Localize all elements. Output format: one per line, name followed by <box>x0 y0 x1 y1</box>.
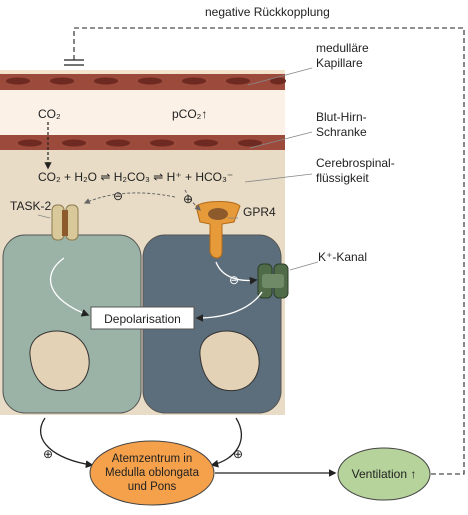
respiratory-center-line3: und Pons <box>128 481 177 493</box>
plus-sign-right: ⊕ <box>233 447 243 461</box>
pointer-task2 <box>37 214 51 219</box>
k-channel-label: K⁺-Kanal <box>318 250 367 264</box>
co2-label: CO₂ <box>38 107 61 121</box>
feedback-label: negative Rückkopplung <box>205 5 330 19</box>
respiratory-center-line1: Atemzentrum in <box>112 453 193 465</box>
respiratory-center <box>89 440 215 506</box>
csf-label-1: Cerebrospinal- <box>316 156 395 170</box>
pointer-barrier <box>249 131 313 149</box>
arrow-to-gpr4 <box>184 189 201 211</box>
depolarisation-box <box>90 306 195 330</box>
barrier-label-2: Schranke <box>316 125 367 139</box>
capillary-label-1: medulläre <box>316 41 369 55</box>
ventilation-node <box>337 447 431 501</box>
arrow-kchannel-depol <box>195 291 263 322</box>
pointer-csf <box>244 173 313 183</box>
reaction-equation: CO₂ + H₂O ⇌ H₂CO₃ ⇌ H⁺ + HCO₃⁻ <box>38 170 233 184</box>
barrier-label-1: Blut-Hirn- <box>316 110 367 124</box>
nucleus-right <box>199 330 260 392</box>
csf-label-2: flüssigkeit <box>316 171 369 185</box>
arrow-left-to-center <box>39 417 94 469</box>
arrow-task2-depol <box>49 257 90 317</box>
minus-sign-task2: ⊖ <box>113 189 123 203</box>
arrow-to-task2 <box>83 192 176 204</box>
ventilation-label: Ventilation ↑ <box>352 467 417 481</box>
depolarisation-label: Depolarisation <box>104 312 181 326</box>
gpr4-label: GPR4 <box>243 205 276 219</box>
plus-sign-gpr4: ⊕ <box>183 192 193 206</box>
capillary-label-2: Kapillare <box>316 56 363 70</box>
gpr4-receptor <box>195 201 241 259</box>
pco2-label: pCO₂↑ <box>172 107 207 121</box>
pointer-capillary <box>247 67 313 86</box>
arrow-right-to-center <box>210 417 242 468</box>
task2-channel <box>51 204 79 241</box>
nucleus-left <box>29 330 90 392</box>
k-channel <box>257 263 289 299</box>
capillary <box>0 70 286 150</box>
respiratory-center-line2: Medulla oblongata <box>105 467 200 479</box>
task2-label: TASK-2 <box>10 199 51 213</box>
arrow-gpr4-kchannel <box>215 261 258 285</box>
pointer-kchannel <box>289 261 319 271</box>
minus-sign-kchannel: ⊖ <box>229 273 239 287</box>
plus-sign-left: ⊕ <box>43 447 53 461</box>
